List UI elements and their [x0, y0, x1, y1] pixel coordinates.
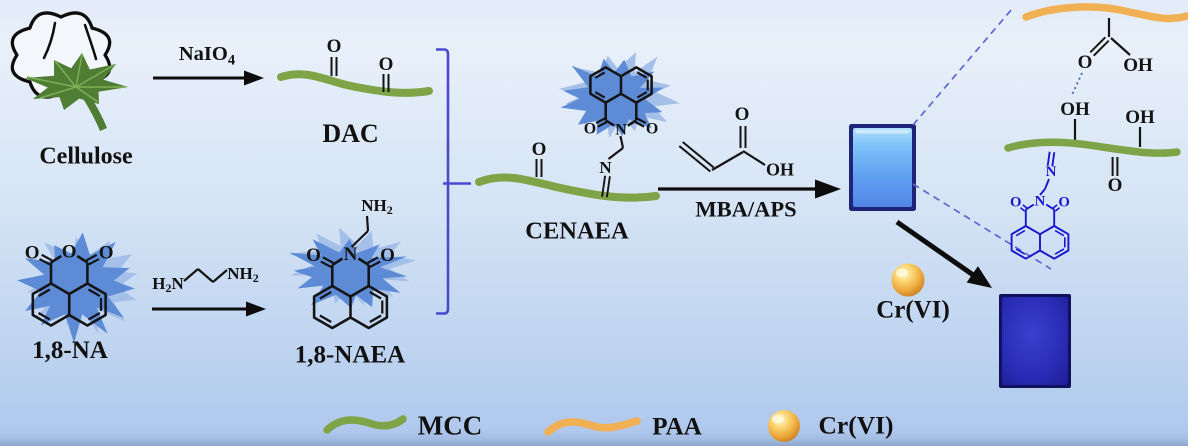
svg-text:Cr(VI): Cr(VI)	[818, 411, 893, 440]
svg-text:MCC: MCC	[418, 411, 482, 441]
svg-text:MBA/APS: MBA/APS	[695, 197, 796, 222]
svg-text:O: O	[1078, 52, 1093, 73]
svg-text:O: O	[735, 104, 750, 125]
svg-text:O: O	[1010, 195, 1022, 211]
svg-text:CENAEA: CENAEA	[525, 218, 629, 245]
svg-text:NaIO4: NaIO4	[179, 43, 235, 69]
svg-text:O: O	[62, 242, 77, 263]
svg-text:OH: OH	[1060, 99, 1090, 120]
svg-text:NH2: NH2	[227, 264, 259, 285]
svg-text:O: O	[306, 245, 321, 266]
svg-text:O: O	[584, 121, 596, 138]
svg-text:OH: OH	[1125, 107, 1155, 128]
svg-text:N: N	[344, 244, 358, 265]
svg-text:H2N: H2N	[152, 274, 184, 295]
svg-text:1,8-NAEA: 1,8-NAEA	[295, 342, 405, 369]
svg-text:O: O	[99, 243, 114, 264]
svg-text:N: N	[599, 158, 612, 177]
svg-text:N: N	[615, 122, 627, 139]
svg-text:DAC: DAC	[322, 119, 378, 148]
svg-text:NH2: NH2	[361, 196, 393, 217]
svg-text:O: O	[646, 121, 658, 138]
svg-text:O: O	[380, 245, 395, 266]
svg-text:O: O	[379, 54, 394, 75]
svg-text:O: O	[327, 36, 342, 57]
svg-text:OH: OH	[766, 160, 794, 180]
svg-text:O: O	[1108, 175, 1123, 196]
svg-text:PAA: PAA	[652, 414, 702, 441]
svg-text:O: O	[25, 243, 40, 264]
svg-text:Cellulose: Cellulose	[39, 144, 133, 170]
svg-text:Cr(VI): Cr(VI)	[876, 297, 950, 324]
svg-text:O: O	[532, 139, 547, 160]
svg-text:N: N	[1046, 164, 1057, 180]
svg-text:1,8-NA: 1,8-NA	[32, 337, 108, 364]
svg-text:OH: OH	[1123, 55, 1153, 76]
svg-text:N: N	[1035, 194, 1046, 210]
svg-text:O: O	[1058, 195, 1070, 211]
